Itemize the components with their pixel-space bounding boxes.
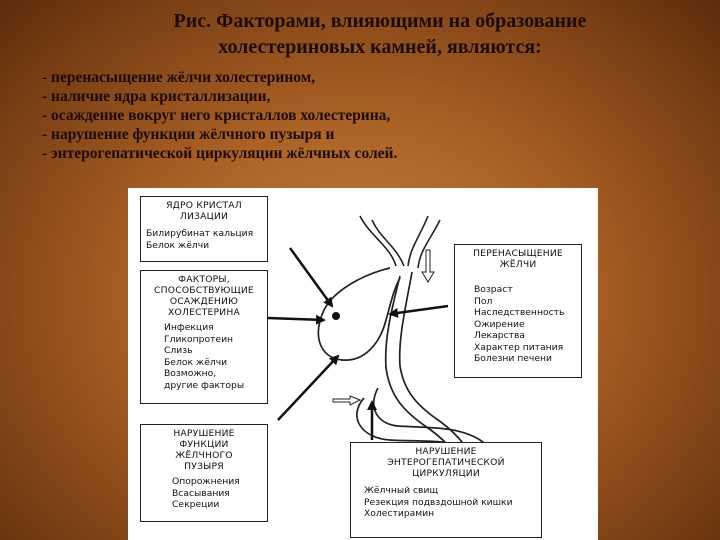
enterohepatic-item: Жёлчный свищ — [364, 485, 439, 496]
factors-title-line: ХОЛЕСТЕРИНА — [168, 307, 240, 318]
slide-title-line-1: Рис. Факторами, влияющими на образование — [173, 10, 587, 32]
gallbladder-title-line: НАРУШЕНИЕ — [173, 428, 235, 439]
gallbladder-items: Опорожнения Всасывания Секреции — [146, 476, 262, 511]
enterohepatic-item: Резекция подвздошной кишки — [364, 496, 513, 508]
nucleus-box: ЯДРО КРИСТАЛ ЛИЗАЦИИ Билирубинат кальция… — [140, 196, 268, 262]
supersaturation-item: Лекарства — [474, 330, 526, 341]
supersaturation-item: Возраст — [474, 284, 513, 295]
supersaturation-box-title: ПЕРЕНАСЫЩЕНИЕ ЖЁЛЧИ — [460, 248, 576, 270]
gallbladder-title-line: ПУЗЫРЯ — [184, 461, 224, 472]
enterohepatic-title-line: ЭНТЕРОГЕПАТИЧЕСКОЙ — [387, 457, 505, 468]
hepatic-duct-left — [359, 215, 397, 267]
factor-list-item: - энтерогепатической циркуляции жёлчных … — [42, 145, 398, 162]
factor-list-item: - нарушение функции жёлчного пузыря и — [42, 126, 335, 143]
hepatic-duct-right-inner — [417, 219, 441, 269]
supersaturation-box: ПЕРЕНАСЫЩЕНИЕ ЖЁЛЧИ Возраст Пол Наследст… — [454, 244, 582, 378]
nucleus-item: Белок жёлчи — [146, 239, 210, 251]
gallbladder-function-box: НАРУШЕНИЕ ФУНКЦИИ ЖЁЛЧНОГО ПУЗЫРЯ Опорож… — [140, 424, 268, 522]
factor-list-item: - осаждение вокруг него кристаллов холес… — [42, 107, 391, 124]
hepatic-duct-left-inner — [371, 219, 405, 267]
supersaturation-item: Пол — [474, 295, 493, 307]
supersaturation-items: Возраст Пол Наследственность Ожирение Ле… — [460, 284, 576, 365]
factors-box-title: ФАКТОРЫ, СПОСОБСТВУЮЩИЕ ОСАЖДЕНИЮ ХОЛЕСТ… — [146, 274, 262, 318]
nucleus-title-line: ЛИЗАЦИИ — [179, 211, 229, 222]
factor-list-item: - наличие ядра кристаллизации, — [42, 88, 271, 105]
hollow-down-arrow — [421, 249, 435, 283]
supersaturation-item: Характер питания — [474, 341, 564, 353]
factors-item: другие факторы — [164, 379, 245, 391]
nucleus-title-line: ЯДРО КРИСТАЛ — [166, 200, 242, 211]
slide-title: Рис. Факторами, влияющими на образование… — [60, 8, 700, 60]
gallbladder-item: Секреции — [172, 499, 220, 510]
supersaturation-title-line: ЖЁЛЧИ — [499, 259, 537, 270]
nucleus-item: Билирубинат кальция — [146, 228, 254, 239]
factors-item: Слизь — [164, 345, 193, 356]
gallbladder-box-title: НАРУШЕНИЕ ФУНКЦИИ ЖЁЛЧНОГО ПУЗЫРЯ — [146, 428, 262, 472]
factors-item: Белок жёлчи — [164, 356, 228, 368]
gallbladder-title-line: ЖЁЛЧНОГО — [175, 450, 233, 461]
arrow-nucleus — [288, 247, 334, 308]
enterohepatic-item: Холестирамин — [364, 508, 435, 519]
factors-title-line: СПОСОБСТВУЮЩИЕ — [154, 285, 254, 296]
factors-box: ФАКТОРЫ, СПОСОБСТВУЮЩИЕ ОСАЖДЕНИЮ ХОЛЕСТ… — [140, 270, 268, 404]
gallbladder-outline — [317, 267, 401, 361]
return-arrow — [332, 395, 362, 406]
factor-list: - перенасыщение жёлчи холестерином, - на… — [42, 68, 702, 163]
gallbladder-title-line: ФУНКЦИИ — [179, 439, 229, 450]
supersaturation-item: Наследственность — [474, 307, 565, 318]
supersaturation-item: Болезни печени — [474, 353, 552, 364]
slide-title-line-2: холестериновых камней, являются: — [218, 36, 542, 58]
hepatic-duct-right — [407, 215, 429, 267]
enterohepatic-title-line: ЦИРКУЛЯЦИИ — [412, 468, 480, 479]
factors-title-line: ОСАЖДЕНИЮ — [169, 296, 239, 307]
nucleus-items: Билирубинат кальция Белок жёлчи — [146, 228, 262, 251]
factors-item: Инфекция — [164, 322, 214, 333]
stone-dot — [332, 312, 340, 320]
anatomy-drawing — [267, 215, 503, 529]
supersaturation-item: Ожирение — [474, 318, 525, 330]
gallbladder-item: Всасывания — [172, 487, 230, 499]
enterohepatic-box: НАРУШЕНИЕ ЭНТЕРОГЕПАТИЧЕСКОЙ ЦИРКУЛЯЦИИ … — [350, 442, 542, 538]
gallbladder-item: Опорожнения — [172, 476, 240, 487]
factors-item: Гликопротеин — [164, 333, 234, 345]
arrow-supersaturation — [388, 304, 449, 318]
factor-list-item: - перенасыщение жёлчи холестерином, — [42, 69, 316, 86]
enterohepatic-title-line: НАРУШЕНИЕ — [415, 446, 477, 457]
factors-title-line: ФАКТОРЫ, — [178, 274, 230, 285]
arrow-factors — [267, 314, 326, 325]
factors-items: Инфекция Гликопротеин Слизь Белок жёлчи … — [146, 322, 262, 391]
supersaturation-title-line: ПЕРЕНАСЫЩЕНИЕ — [473, 248, 563, 259]
enterohepatic-items: Жёлчный свищ Резекция подвздошной кишки … — [356, 485, 536, 520]
arrow-gallbladder — [277, 354, 340, 421]
factors-item: Возможно, — [164, 368, 217, 379]
nucleus-box-title: ЯДРО КРИСТАЛ ЛИЗАЦИИ — [146, 200, 262, 222]
diagram-figure: ЯДРО КРИСТАЛ ЛИЗАЦИИ Билирубинат кальция… — [128, 188, 598, 540]
enterohepatic-box-title: НАРУШЕНИЕ ЭНТЕРОГЕПАТИЧЕСКОЙ ЦИРКУЛЯЦИИ — [356, 446, 536, 479]
